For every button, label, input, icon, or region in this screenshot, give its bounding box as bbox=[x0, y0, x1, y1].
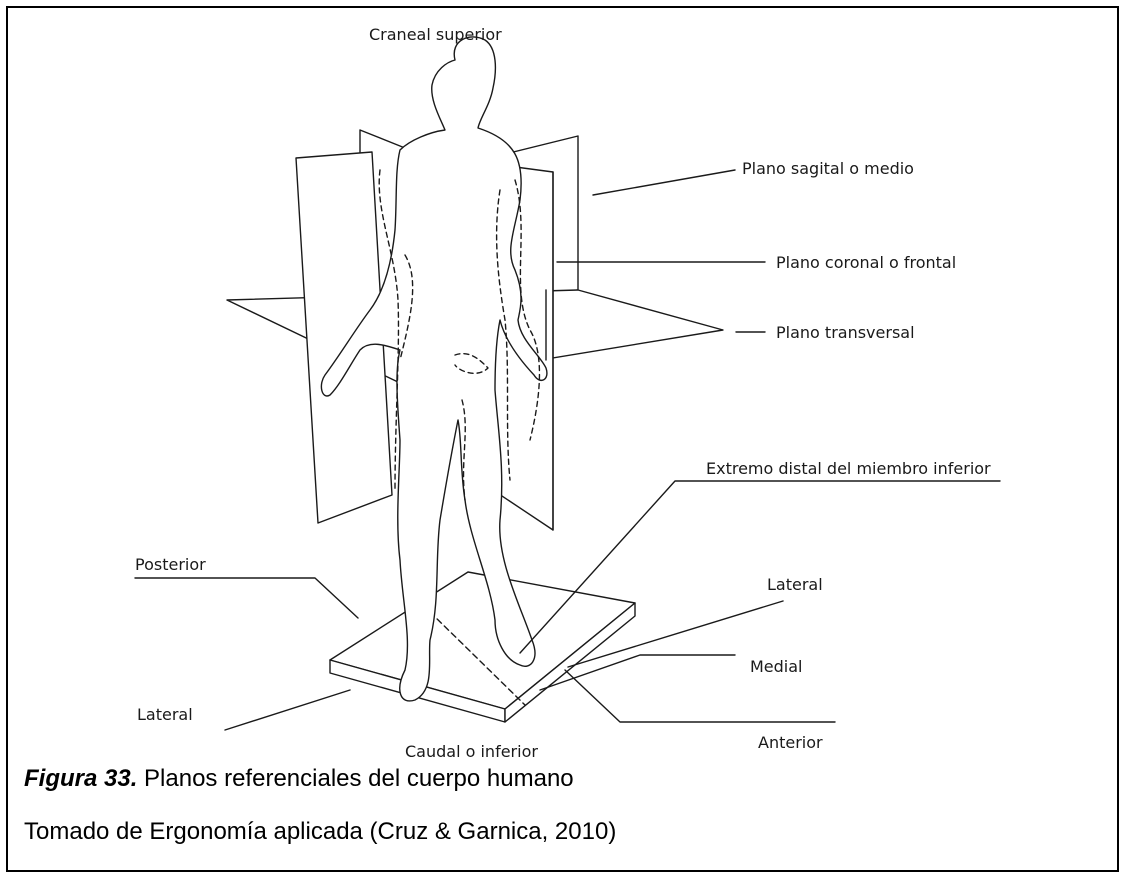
label-top: Craneal superior bbox=[369, 25, 502, 44]
figure-caption: Figura 33. Planos referenciales del cuer… bbox=[24, 767, 574, 791]
leader-posterior bbox=[135, 578, 358, 618]
leader-lateral-left bbox=[225, 690, 350, 730]
label-bottom: Caudal o inferior bbox=[405, 742, 538, 760]
figure-source: Tomado de Ergonomía aplicada (Cruz & Gar… bbox=[24, 820, 616, 844]
label-posterior: Posterior bbox=[135, 555, 206, 574]
figure-title: Planos referenciales del cuerpo humano bbox=[137, 765, 573, 792]
label-lateral-right: Lateral bbox=[767, 575, 823, 594]
leader-anterior bbox=[565, 670, 835, 722]
label-medial: Medial bbox=[750, 657, 803, 676]
body-planes-diagram: Craneal superior Plano sagital o medio P… bbox=[0, 0, 1127, 760]
label-anterior: Anterior bbox=[758, 733, 823, 752]
leader-sagittal bbox=[593, 170, 735, 195]
label-lateral-left: Lateral bbox=[137, 705, 193, 724]
label-transverse: Plano transversal bbox=[776, 323, 915, 342]
label-distal: Extremo distal del miembro inferior bbox=[706, 459, 991, 478]
figure-number: Figura 33. bbox=[24, 765, 137, 792]
label-sagittal: Plano sagital o medio bbox=[742, 159, 914, 178]
label-coronal: Plano coronal o frontal bbox=[776, 253, 956, 272]
